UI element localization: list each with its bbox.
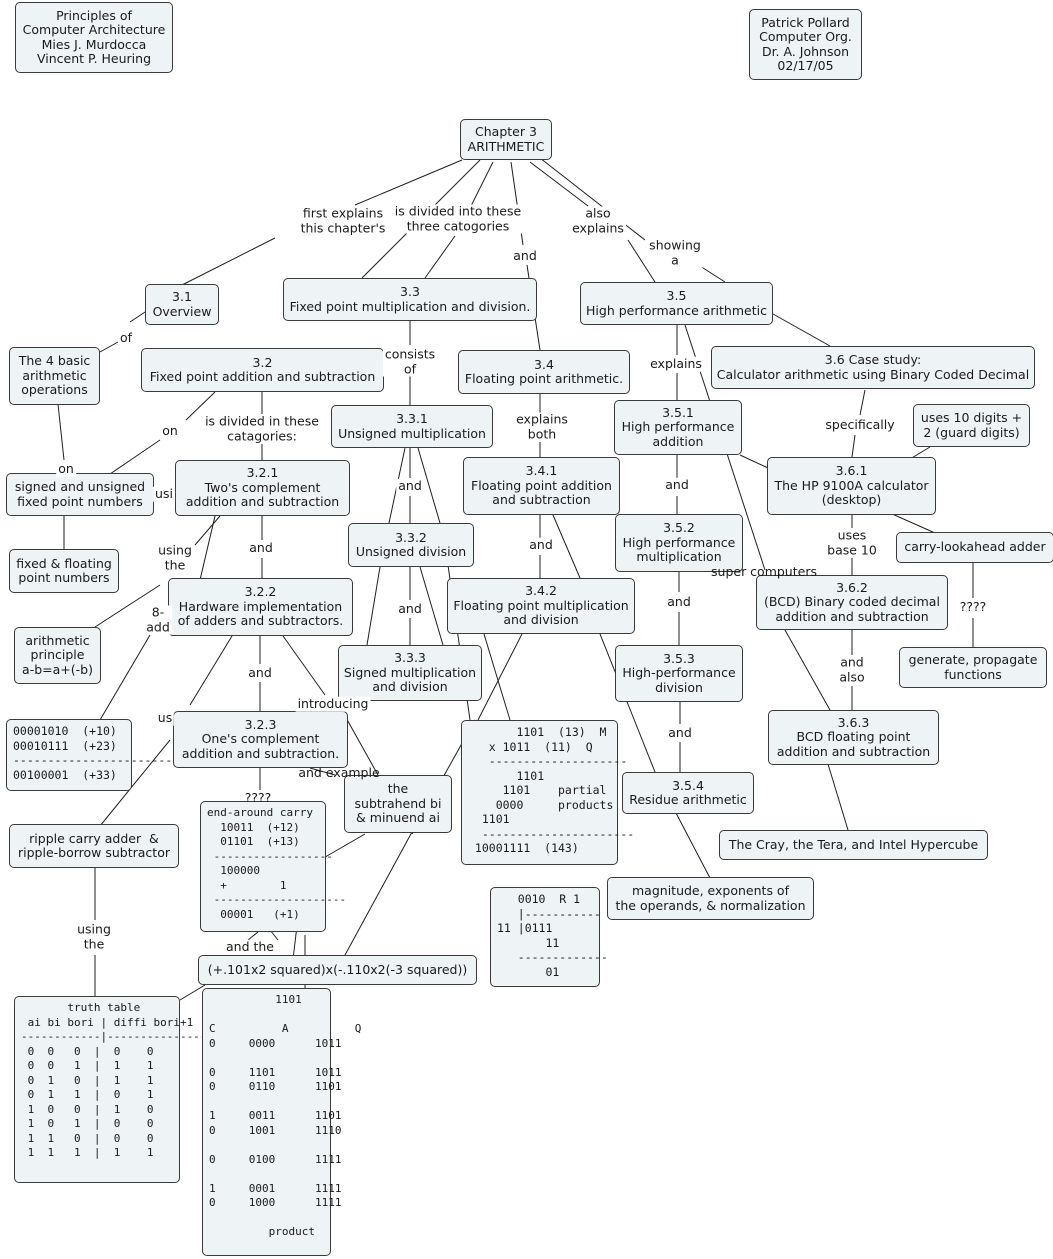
label-and-3: and	[663, 476, 691, 493]
label-super-computers: super computers	[711, 563, 817, 579]
node-3-6-3[interactable]: 3.6.3 BCD floating point addition and su…	[768, 710, 939, 765]
node-3-3-3[interactable]: 3.3.3 Signed multiplication and division	[338, 645, 482, 701]
node-ripple-carry[interactable]: ripple carry adder & ripple-borrow subtr…	[9, 824, 179, 868]
node-arithmetic-principle[interactable]: arithmetic principle a-b=a+(-b)	[14, 627, 101, 684]
label-using-the-2: using the	[75, 921, 113, 952]
node-3-4[interactable]: 3.4 Floating point arithmetic.	[458, 350, 630, 394]
label-of: of	[117, 329, 135, 346]
label-and-also: and also	[837, 654, 867, 685]
node-fp-example[interactable]: (+.101x2 squared)x(-.110x2(-3 squared))	[198, 955, 477, 985]
label-specifically: specifically	[823, 416, 897, 433]
label-us: us	[155, 709, 175, 726]
book-info-node: Principles of Computer Architecture Mies…	[15, 2, 173, 73]
label-and-5: and	[527, 536, 555, 553]
label-and-example: and example	[298, 764, 380, 780]
author-info-node: Patrick Pollard Computer Org. Dr. A. Joh…	[749, 9, 862, 80]
label-consists-of: consists of	[382, 346, 438, 377]
label-explains-both: explains both	[514, 411, 570, 442]
node-3-3-2[interactable]: 3.3.2 Unsigned division	[348, 523, 474, 567]
node-3-2[interactable]: 3.2 Fixed point addition and subtraction	[141, 348, 384, 392]
node-carry-lookahead[interactable]: carry-lookahead adder	[896, 532, 1053, 563]
label-uses-base-10: uses base 10	[825, 527, 879, 558]
label-using-the: using the	[156, 542, 194, 573]
node-end-around-carry: end-around carry 10011 (+12) 01101 (+13)…	[200, 801, 346, 932]
node-3-5-2[interactable]: 3.5.2 High performance multiplication	[615, 514, 743, 572]
label-and-9: and	[666, 724, 694, 741]
node-addition-example: 00001010 (+10) 00010111 (+23) ----------…	[6, 719, 172, 791]
node-generate-propagate[interactable]: generate, propagate functions	[899, 647, 1047, 688]
label-on: on	[160, 422, 180, 439]
node-product-table: 1101 C A Q 0 0000 1011 0 1101 1011 0 011…	[202, 988, 361, 1256]
label-and: and	[511, 247, 539, 264]
label-8-add: 8- add	[144, 604, 172, 635]
node-3-1-overview[interactable]: 3.1 Overview	[145, 284, 219, 325]
label-and-the: and the	[223, 938, 277, 955]
label-and-8: and	[246, 664, 274, 681]
label-first-explains: first explains this chapter's	[298, 205, 388, 236]
node-3-4-2[interactable]: 3.4.2 Floating point multiplication and …	[447, 578, 635, 634]
node-3-5-3[interactable]: 3.5.3 High-performance division	[615, 645, 743, 702]
node-uses-10-digits[interactable]: uses 10 digits + 2 (guard digits)	[913, 404, 1030, 447]
node-supercomputers-list[interactable]: The Cray, the Tera, and Intel Hypercube	[719, 830, 988, 860]
label-divided-three: is divided into these three catogories	[392, 203, 524, 234]
label-showing-a: showing a	[647, 237, 703, 268]
node-multiplication-example: 1101 (13) M x 1011 (11) Q --------------…	[461, 720, 634, 865]
node-signed-unsigned[interactable]: signed and unsigned fixed point numbers	[6, 473, 154, 516]
node-3-5-1[interactable]: 3.5.1 High performance addition	[614, 400, 742, 455]
node-3-5-4[interactable]: 3.5.4 Residue arithmetic	[622, 772, 754, 814]
node-3-4-1[interactable]: 3.4.1 Floating point addition and subtra…	[463, 457, 620, 515]
label-and-2: and	[396, 477, 424, 494]
label-question-marks: ????	[957, 598, 989, 615]
node-subtrahend-minuend[interactable]: the subtrahend bi & minuend ai	[344, 775, 452, 833]
label-on-2: on	[56, 460, 76, 477]
node-3-2-1[interactable]: 3.2.1 Two's complement addition and subt…	[175, 460, 350, 516]
label-introducing: introducing	[295, 695, 371, 712]
node-magnitude-exponents[interactable]: magnitude, exponents of the operands, & …	[607, 877, 814, 920]
label-also-explains: also explains	[570, 205, 626, 236]
label-usi: usi	[153, 485, 175, 502]
label-divided-categories: is divided in these catagories:	[203, 413, 321, 444]
node-fixed-floating[interactable]: fixed & floating point numbers	[9, 549, 119, 593]
node-3-2-3[interactable]: 3.2.3 One's complement addition and subt…	[173, 711, 348, 768]
node-3-3-1[interactable]: 3.3.1 Unsigned multiplication	[331, 405, 493, 448]
node-3-6-2[interactable]: 3.6.2 (BCD) Binary coded decimal additio…	[756, 575, 948, 630]
label-and-6: and	[396, 600, 424, 617]
label-question-marks-2: ????	[244, 789, 272, 805]
label-explains: explains	[648, 355, 704, 372]
node-truth-table: truth table ai bi bori | diffi bori+1 --…	[14, 996, 206, 1183]
node-3-2-2[interactable]: 3.2.2 Hardware implementation of adders …	[168, 578, 353, 636]
node-3-6[interactable]: 3.6 Case study: Calculator arithmetic us…	[711, 346, 1035, 389]
node-3-3[interactable]: 3.3 Fixed point multiplication and divis…	[283, 278, 537, 321]
node-4-basic-operations[interactable]: The 4 basic arithmetic operations	[9, 347, 100, 405]
label-and-7: and	[665, 593, 693, 610]
node-division-example: 0010 R 1 |----------- 11 |0111 11 ------…	[490, 887, 608, 987]
label-and-4: and	[247, 539, 275, 556]
node-3-6-1[interactable]: 3.6.1 The HP 9100A calculator (desktop)	[767, 457, 936, 515]
chapter-3-node[interactable]: Chapter 3 ARITHMETIC	[460, 119, 552, 160]
node-3-5[interactable]: 3.5 High performance arithmetic	[580, 282, 773, 325]
